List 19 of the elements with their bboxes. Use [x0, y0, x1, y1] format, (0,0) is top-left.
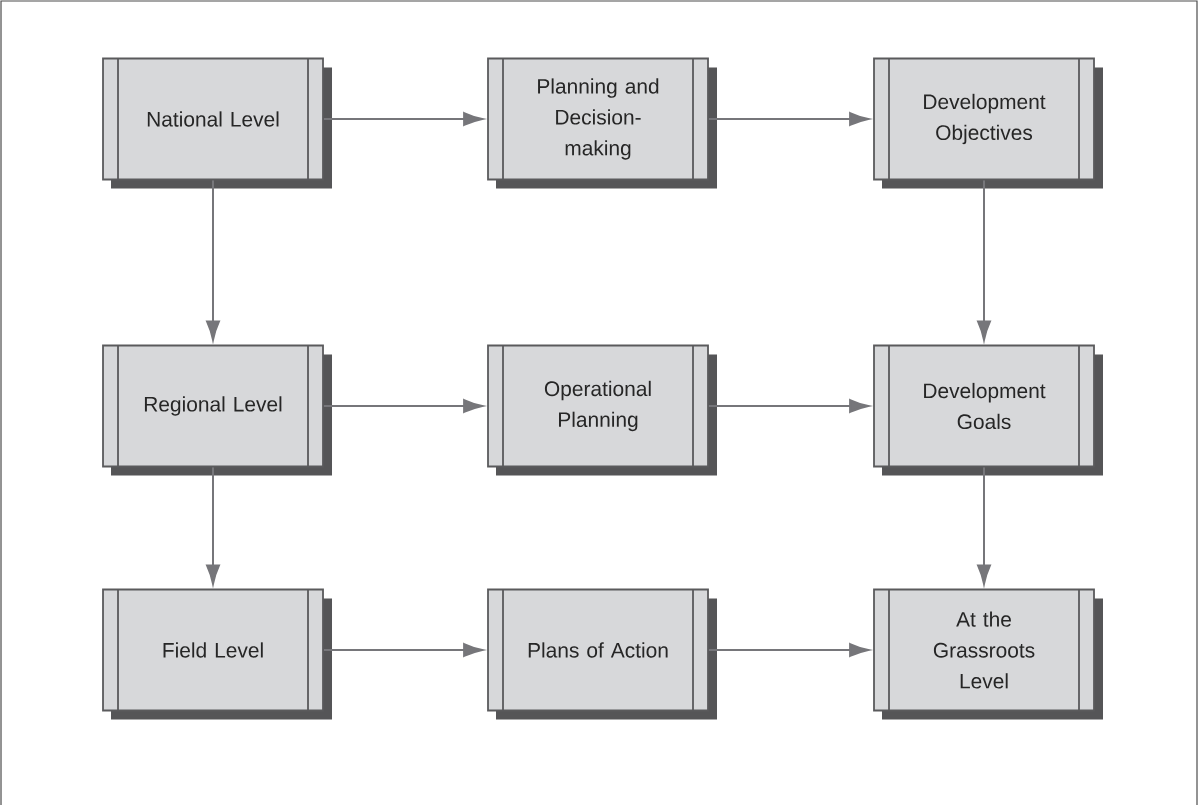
process-box: Plans of Action — [487, 588, 717, 720]
arrow — [206, 179, 220, 341]
process-box: Field Level — [102, 588, 332, 720]
arrow — [707, 643, 870, 657]
process-box: Operational Planning — [487, 344, 717, 476]
arrow — [206, 466, 220, 585]
process-box: National Level — [102, 57, 332, 189]
arrow — [322, 112, 484, 126]
process-box: Regional Level — [102, 344, 332, 476]
process-box: Development Objectives — [873, 57, 1103, 189]
arrow — [977, 179, 991, 341]
arrow — [977, 466, 991, 585]
process-box: Development Goals — [873, 344, 1103, 476]
process-box: Planning and Decision-making — [487, 57, 717, 189]
arrow — [322, 399, 484, 413]
process-box: At the Grassroots Level — [873, 588, 1103, 720]
arrow — [707, 399, 870, 413]
arrow — [707, 112, 870, 126]
arrow — [322, 643, 484, 657]
